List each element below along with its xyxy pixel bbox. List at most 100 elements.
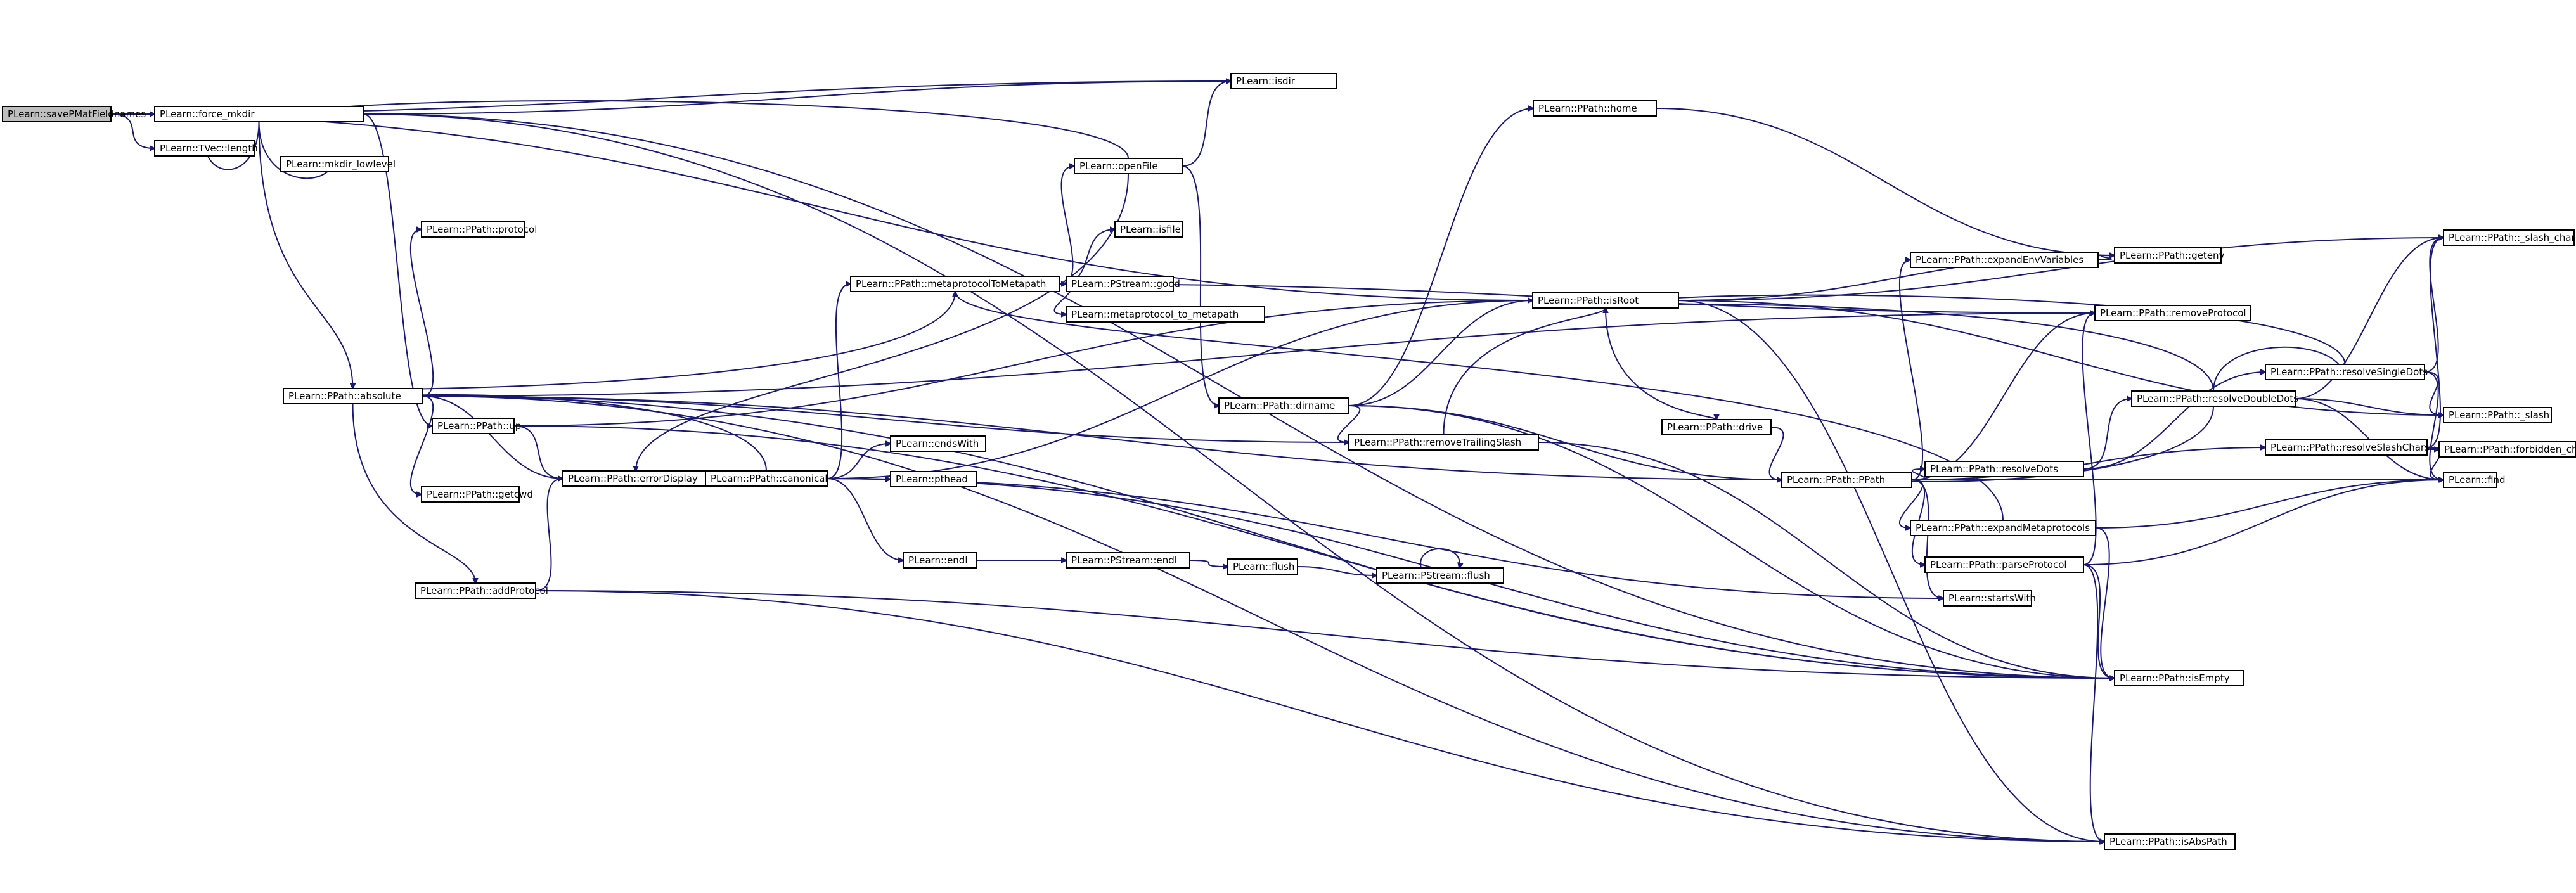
edge-savePMatFieldnames-to-tveclength (110, 113, 155, 148)
node-metaprotocol_to_metapath[interactable]: PLearn::metaprotocol_to_metapath (1066, 306, 1265, 323)
node-resolveSingleDots[interactable]: PLearn::PPath::resolveSingleDots (2265, 364, 2428, 380)
node-mkdir_lowlevel[interactable]: PLearn::mkdir_lowlevel (280, 156, 396, 172)
edge-line (110, 113, 1533, 300)
node-box (1066, 552, 1190, 569)
node-box (2438, 441, 2576, 458)
node-box (2265, 439, 2428, 456)
node-slash_char[interactable]: PLearn::PPath::_slash_char (2443, 229, 2576, 246)
node-expandMetaprotocols[interactable]: PLearn::PPath::expandMetaprotocols (1910, 520, 2096, 536)
node-psflush[interactable]: PLearn::PStream::flush (1376, 567, 1504, 584)
node-label: PLearn::PStream::good (1071, 278, 1180, 290)
node-isdir[interactable]: PLearn::isdir (1230, 73, 1337, 89)
node-removeProtocol[interactable]: PLearn::PPath::removeProtocol (2094, 305, 2251, 321)
node-absolute[interactable]: PLearn::PPath::absolute (283, 388, 423, 404)
node-isAbsPath[interactable]: PLearn::PPath::isAbsPath (2104, 833, 2236, 850)
node-find[interactable]: PLearn::find (2443, 472, 2506, 488)
node-endsWith[interactable]: PLearn::endsWith (890, 435, 986, 452)
node-canonical[interactable]: PLearn::PPath::canonical (705, 470, 828, 487)
node-tveclength[interactable]: PLearn::TVec::length (154, 140, 258, 157)
node-addProtocol[interactable]: PLearn::PPath::addProtocol (415, 582, 548, 599)
edge-line (1898, 260, 1924, 480)
node-ppath[interactable]: PLearn::PPath::PPath (1781, 472, 1912, 488)
edge-metaprotocolToMetapath-to-absolute (353, 291, 956, 389)
edge-dirname-to-isEmpty (1348, 405, 2115, 678)
node-box (2443, 407, 2552, 423)
node-label: PLearn::openFile (1079, 160, 1158, 172)
edge-line (513, 300, 1533, 427)
node-pl_endl[interactable]: PLearn::endl (903, 552, 977, 569)
node-metaprotocolToMetapath[interactable]: PLearn::PPath::metaprotocolToMetapath (850, 276, 1060, 292)
node-expandEnvVariables[interactable]: PLearn::PPath::expandEnvVariables (1910, 252, 2099, 268)
edge-resolveSlashChars-to-find (2426, 447, 2444, 480)
node-label: PLearn::PPath::getenv (2120, 250, 2225, 261)
edge-line (422, 395, 1349, 442)
edge-line (2095, 480, 2444, 529)
node-resolveDots[interactable]: PLearn::PPath::resolveDots (1924, 461, 2084, 477)
node-label: PLearn::PPath::addProtocol (420, 585, 548, 596)
node-label: PLearn::PStream::endl (1071, 555, 1177, 566)
edge-line (1911, 313, 2095, 480)
node-box (280, 156, 389, 172)
node-home[interactable]: PLearn::PPath::home (1533, 100, 1657, 117)
node-protocol[interactable]: PLearn::PPath::protocol (421, 221, 537, 238)
node-errorDisplay[interactable]: PLearn::PPath::errorDisplay (562, 470, 709, 487)
node-savePMatFieldnames[interactable]: PLearn::savePMatFieldnames (2, 106, 146, 122)
node-up[interactable]: PLearn::PPath::up (432, 418, 521, 434)
edge-metaprotocolToMetapath-to-openFile (1059, 166, 1074, 285)
node-dirname[interactable]: PLearn::PPath::dirname (1218, 397, 1349, 414)
node-drive[interactable]: PLearn::PPath::drive (1661, 419, 1772, 435)
edge-ppath-to-expandEnvVariables (1898, 260, 1924, 480)
node-slash[interactable]: PLearn::PPath::_slash (2443, 407, 2552, 423)
node-box (1924, 461, 2084, 477)
edge-canonical-to-metaprotocolToMetapath (827, 284, 851, 479)
edge-absolute-to-isEmpty (422, 395, 2115, 678)
node-box (1910, 252, 2099, 268)
edge-openFile-to-isdir (1182, 81, 1231, 167)
node-label: PLearn::PPath::absolute (288, 390, 401, 402)
node-getcwd[interactable]: PLearn::PPath::getcwd (421, 486, 533, 503)
node-box (705, 470, 828, 487)
edge-line (1678, 238, 2444, 301)
edge-parseProtocol-to-isEmpty (2083, 564, 2115, 678)
node-box (2094, 305, 2251, 321)
node-label: PLearn::TVec::length (160, 143, 258, 154)
edge-line (422, 395, 2104, 842)
edge-resolveSingleDots-to-slash_char (2424, 238, 2444, 373)
node-parseProtocol[interactable]: PLearn::PPath::parseProtocol (1924, 556, 2084, 573)
node-psgood[interactable]: PLearn::PStream::good (1066, 276, 1180, 292)
edge-line (636, 173, 1129, 471)
node-force_mkdir[interactable]: PLearn::force_mkdir (154, 106, 364, 122)
edge-removeTrailingSlash-to-isEmpty (1538, 442, 2115, 678)
edge-resolveDots-to-resolveDoubleDots (2083, 399, 2132, 470)
node-forbidden_chars[interactable]: PLearn::PPath::forbidden_chars (2438, 441, 2576, 458)
edge-up-to-isRoot (513, 300, 1533, 427)
node-box (415, 582, 536, 599)
edge-absolute-to-isAbsPath (422, 395, 2104, 842)
node-label: PLearn::PPath::getcwd (427, 489, 533, 500)
node-flush[interactable]: PLearn::flush (1227, 558, 1298, 575)
node-box (1227, 558, 1298, 575)
edge-line (2083, 564, 2104, 842)
node-isRoot[interactable]: PLearn::PPath::isRoot (1532, 292, 1679, 309)
edge-openFile-to-dirname (1182, 165, 1219, 406)
node-label: PLearn::PPath::isAbsPath (2109, 836, 2227, 847)
node-box (1532, 292, 1679, 309)
node-startsWith[interactable]: PLearn::startsWith (1943, 590, 2036, 607)
edge-line (1678, 300, 2104, 842)
edge-psendl-to-flush (1189, 560, 1228, 567)
node-resolveDoubleDots[interactable]: PLearn::PPath::resolveDoubleDots (2131, 390, 2298, 407)
edge-line (363, 113, 432, 426)
edge-line (258, 121, 353, 389)
edge-line (353, 291, 956, 389)
node-getenv[interactable]: PLearn::PPath::getenv (2114, 247, 2225, 264)
node-removeTrailingSlash[interactable]: PLearn::PPath::removeTrailingSlash (1348, 434, 1539, 451)
node-openFile[interactable]: PLearn::openFile (1074, 158, 1183, 174)
node-pshead[interactable]: PLearn::pthead (890, 471, 977, 487)
edge-ppath-to-resolveSlashChars (1911, 447, 2265, 480)
node-isEmpty[interactable]: PLearn::PPath::isEmpty (2114, 670, 2244, 686)
edge-resolveDots-to-resolveSingleDots (2083, 372, 2265, 470)
edge-line (363, 81, 1231, 115)
node-isfile[interactable]: PLearn::isfile (1114, 221, 1183, 238)
node-resolveSlashChars[interactable]: PLearn::PPath::resolveSlashChars (2265, 439, 2430, 456)
node-psendl[interactable]: PLearn::PStream::endl (1066, 552, 1190, 569)
